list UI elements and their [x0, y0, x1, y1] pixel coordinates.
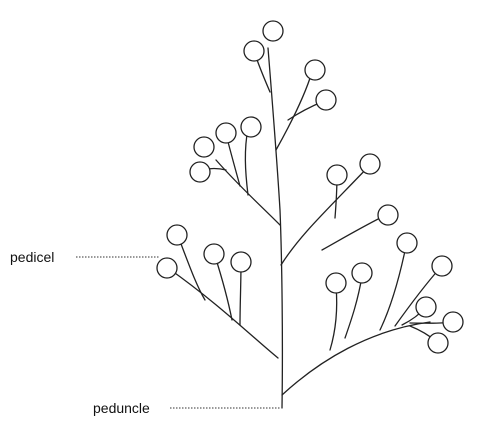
flower-bud [359, 153, 381, 175]
peduncle-label: peduncle [93, 400, 150, 416]
lower-right-pedicel-1 [329, 285, 338, 351]
pedicel-label: pedicel [10, 249, 54, 265]
flower-bud [431, 255, 453, 277]
peduncle-stem [267, 47, 284, 409]
top-right-branch [275, 71, 313, 151]
flower-bud [304, 59, 326, 81]
flower-bud [203, 243, 225, 265]
lower-left-pedicel-1 [177, 235, 206, 301]
flower-bud [315, 89, 337, 111]
lower-right-branch [281, 321, 431, 396]
lower-right-pedicel-2 [344, 275, 363, 339]
flower-bud [427, 332, 449, 354]
flower-bud [189, 161, 211, 183]
flower-bud [156, 257, 178, 279]
upper-left-branch [215, 159, 281, 226]
flower-bud [240, 116, 262, 138]
flower-bud [351, 262, 373, 284]
flower-bud [230, 251, 252, 273]
flower-bud [377, 204, 399, 226]
flower-bud [415, 296, 437, 318]
flower-bud [215, 122, 237, 144]
flower-bud [262, 20, 284, 42]
flower-bud [166, 224, 188, 246]
upper-left-pedicel-1 [244, 127, 249, 196]
flower-bud [396, 232, 418, 254]
flower-bud [326, 164, 348, 186]
flower-bud [243, 40, 265, 62]
right-middle-pedicel-2 [321, 214, 387, 251]
lower-right-pedicel-4 [394, 267, 441, 327]
flower-bud [442, 311, 464, 333]
lower-right-pedicel-3 [379, 245, 407, 331]
flower-bud [193, 136, 215, 158]
flower-bud [325, 272, 347, 294]
right-middle-branch [280, 164, 371, 266]
